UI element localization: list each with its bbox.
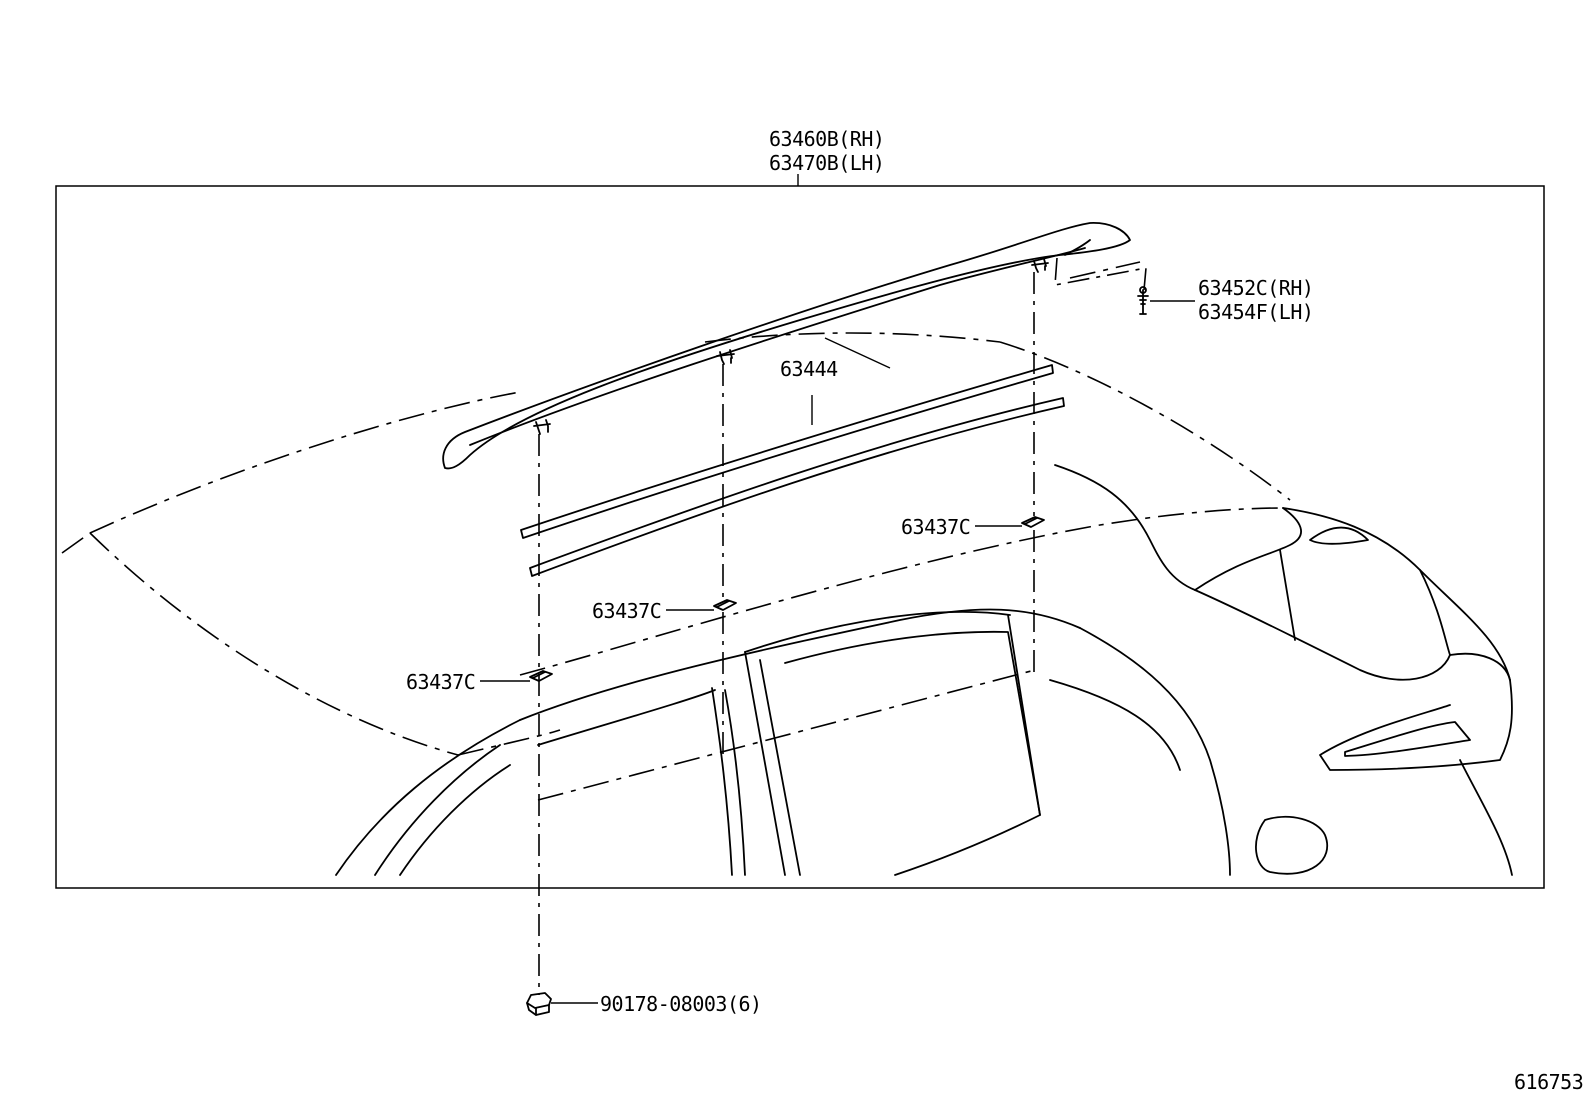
car-body-outline <box>335 464 1513 876</box>
label-roof-rail-lh: 63470B(LH) <box>769 151 885 175</box>
label-moulding: 63444 <box>780 357 838 381</box>
nut-shape <box>526 992 552 1016</box>
roof-rail <box>442 222 1131 470</box>
car-body-phantom <box>61 261 1291 801</box>
assembly-frame <box>55 185 1545 889</box>
end-clip-fastener <box>1137 286 1149 315</box>
alignment-lines <box>538 257 1147 995</box>
leader-lines <box>480 300 1195 1004</box>
label-clip-front: 63437C <box>406 670 476 694</box>
label-clip-rear: 63437C <box>901 515 971 539</box>
doc-number: 616753 <box>1514 1070 1584 1094</box>
roof-mouldings <box>520 364 1065 577</box>
label-nut: 90178-08003(6) <box>600 992 762 1016</box>
label-end-clip-rh: 63452C(RH) <box>1198 276 1314 300</box>
label-end-clip-lh: 63454F(LH) <box>1198 300 1314 324</box>
label-roof-rail-rh: 63460B(RH) <box>769 127 885 151</box>
label-clip-mid: 63437C <box>592 599 662 623</box>
